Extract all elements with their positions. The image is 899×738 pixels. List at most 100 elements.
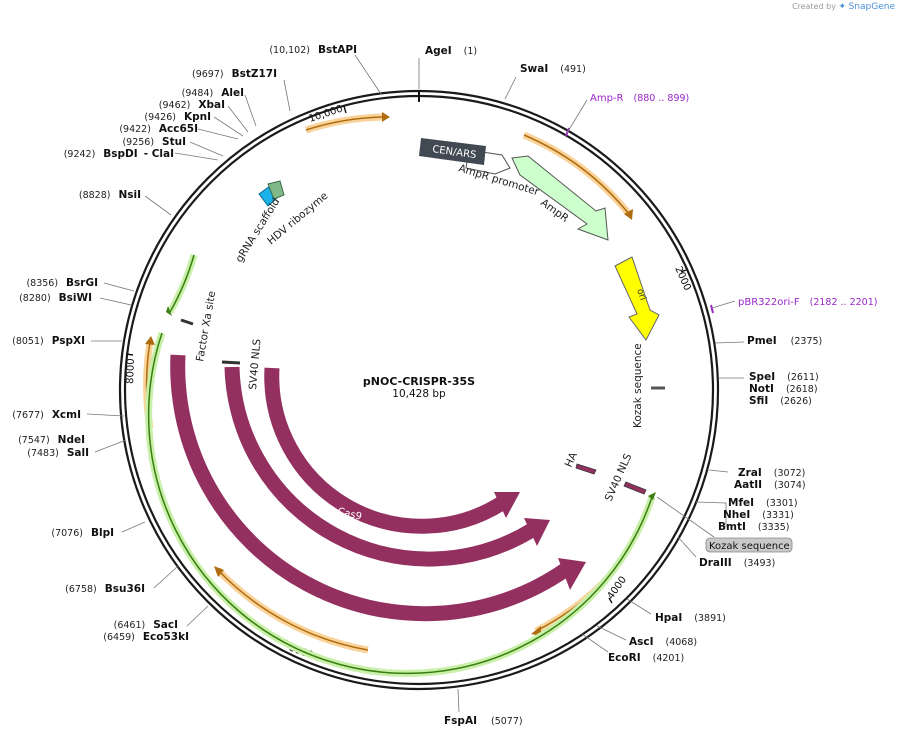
enzyme-bsu36i: (6758)Bsu36I [65,583,145,595]
enzyme-leader-lines [86,54,745,713]
cas9-arc-outer [170,354,570,622]
leader-fspai [457,688,460,713]
kozak-sequence-badge [705,537,793,553]
ori-arrow [614,256,660,341]
enzyme-fspai: FspAI(5077) [444,715,523,727]
enzyme-xcmi: (7677)XcmI [12,409,81,421]
enzyme-spei: SpeI(2611) [749,371,819,383]
ha-label: HA [563,450,580,469]
enzyme-sfii: SfiI(2626) [749,395,812,407]
enzyme-asci: AscI(4068) [629,636,697,648]
enzyme-swai: SwaI(491) [520,63,586,75]
enzyme-aatii: AatII(3074) [734,479,806,491]
enzyme-agei: AgeI(1) [425,45,477,57]
leader-kozak [656,496,715,538]
enzyme-eco53ki: (6459)Eco53kI [103,631,189,643]
enzyme-nsii: (8828)NsiI [79,189,141,201]
leader-bstapi [354,54,382,95]
leader-acc65i [197,128,239,140]
leader-stui [189,141,224,157]
leader-bsiwi [99,297,132,306]
cas9-arc-inner [264,367,507,534]
factor-xa-site-mark [180,318,194,326]
leader-bstz17i [283,79,291,112]
leader-bsrgi [103,282,135,292]
cas9-arcs: Cas9 Cas9 Cas9 [170,354,586,622]
enzyme-alei: (9484)AleI [182,87,244,99]
primer-amp-r: Amp-R(880 .. 899) [590,93,689,104]
enzyme-sali: (7483)SalI [27,447,89,459]
cen-ars-box [419,138,486,165]
enzyme-ecori: EcoRI(4201) [608,652,684,664]
primer-pbr322ori-f: pBR322ori-F(2182 .. 2201) [738,297,877,308]
watermark-brand: SnapGene [848,2,895,12]
leader-blpi [121,521,146,533]
leader-ecori [581,633,609,653]
tick-2000: 2000 [672,265,692,293]
cas9-arc-middle-head [524,518,550,546]
enzyme-saci: (6461)SacI [114,619,178,631]
enzyme-pspxi: (8051)PspXI [12,335,85,347]
enzyme-xbai: (9462)XbaI [159,99,225,111]
enzyme-bstapi: (10,102)BstAPI [269,44,357,56]
tick-8000: 8000 [125,358,137,384]
green-arc-small [166,254,198,314]
ori-label: ori [634,288,647,302]
leader-pmei [714,341,745,344]
green-arc-small-head [166,306,172,316]
enzyme-nhei: NheI(3331) [723,509,794,521]
factor-xa-site-label: Factor Xa site [194,290,218,362]
leader-sali [94,439,127,453]
cas9-arc-outer-head [558,558,586,590]
tick-2000-mark [680,269,687,273]
plasmid-name: pNOC-CRISPR-35S [363,375,475,388]
sv40-nls-right-label: SV40 NLS [603,452,635,504]
sv40-nls-left-mark [221,360,241,365]
leader-saci [186,605,209,627]
watermark-created-by: Created by [791,2,836,11]
enzyme-bspdi-clai: (9242)BspDI- ClaI [64,148,174,160]
green-arc-main-head [648,492,656,500]
enzyme-stui: (9256)StuI [122,136,186,148]
orange-arc-bottom-left-head [214,566,224,577]
enzyme-zrai: ZraI(3072) [738,467,805,479]
sv40-nls-right-shape [623,481,647,495]
tick-4000-mark [608,597,613,604]
snapgene-watermark: Created by ✦ SnapGene [792,2,895,12]
leader-nsii [144,195,172,216]
leader-xbai [227,105,249,133]
enzyme-labels: AgeI(1) SwaI(491) PmeI(2375) SpeI(2611) … [12,44,877,727]
cas9-arc-inner-head [494,492,520,518]
leader-bsu36i [153,565,179,589]
leader-hpai [626,598,652,615]
leader-xcmi [86,413,125,417]
enzyme-bsrgi: (8356)BsrGI [26,277,98,289]
leader-bspdi [174,152,219,161]
leader-draiii [677,536,697,558]
enzyme-kpni: (9426)KpnI [144,111,211,123]
tick-8000-mark [125,353,134,356]
enzyme-hpai: HpaI(3891) [655,612,726,624]
leader-asci [596,625,627,641]
enzyme-acc65i: (9422)Acc65I [119,123,198,135]
leader-swai [504,76,517,100]
leader-mfei-nhei-bmti [695,501,727,527]
green-arcs [145,254,656,677]
sv40-nls-left-label: SV40 NLS [247,338,263,390]
orange-arc-left-head [145,336,155,345]
kozak-sequence-badge-label: Kozak sequence [709,541,790,552]
leader-kpni [213,116,244,137]
leader-alei [244,94,257,127]
kozak-sequence-label: Kozak sequence [632,343,644,428]
enzyme-pmei: PmeI(2375) [747,335,822,347]
enzyme-bstz17i: (9697)BstZ17I [192,68,277,80]
orange-arc-right-top-head [624,209,633,220]
tick-10000-mark [343,105,347,114]
snapgene-logo-icon: ✦ [838,2,847,12]
cas9-arc-middle [224,366,536,567]
enzyme-bmti: BmtI(3335) [718,521,789,533]
enzyme-noti: NotI(2618) [749,383,818,395]
pbr322ori-f-primer-mark [710,304,714,314]
enzyme-blpi: (7076)BlpI [51,527,114,539]
